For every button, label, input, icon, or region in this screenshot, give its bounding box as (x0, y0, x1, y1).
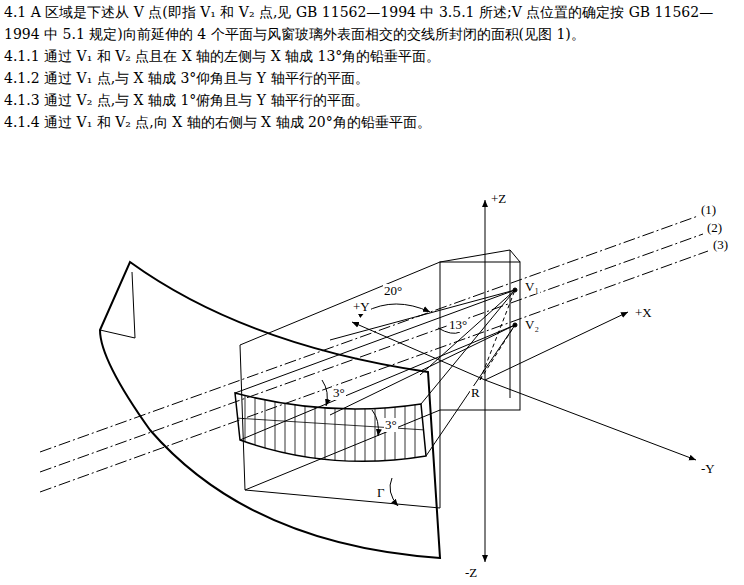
axis-label: +Z (490, 192, 507, 206)
line-number: (3) (712, 238, 729, 252)
line-number: (1) (700, 203, 717, 217)
axis-label: +X (634, 306, 653, 320)
line-number: (2) (706, 221, 723, 235)
clause-text: 4.1.4 通过 V₁ 和 V₂ 点,向 X 轴的右侧与 X 轴成 20°角的铅… (4, 111, 431, 133)
y-axis (485, 380, 696, 460)
clause-text: 4.1.1 通过 V₁ 和 V₂ 点且在 X 轴的左侧与 X 轴成 13°角的铅… (4, 45, 440, 67)
axis-label: -Z (464, 566, 478, 580)
eye-box (510, 250, 511, 398)
construction-lines (40, 216, 708, 558)
v1-point (513, 288, 517, 292)
point-label: V₁ (524, 280, 540, 294)
v2-point (513, 323, 517, 327)
windshield-outline (100, 262, 440, 558)
windshield-edge (100, 272, 135, 338)
clause-text: 4.1.3 通过 V₂ 点,与 X 轴成 1°俯角且与 Y 轴平行的平面。 (4, 89, 369, 111)
axis-label: -Y (700, 462, 716, 476)
angle-arc (322, 380, 327, 406)
angle-label: Γ (376, 486, 386, 500)
sight-line (40, 216, 698, 452)
clause-text: 4.1.2 通过 V₁ 点,与 X 轴成 3°仰角且与 Y 轴平行的平面。 (4, 67, 369, 89)
z-axis (485, 200, 486, 380)
angle-label: 3° (332, 386, 346, 400)
angle-label: 13° (448, 318, 468, 332)
z-axis (485, 380, 486, 562)
axis-label: +Y (352, 300, 371, 314)
x-axis (485, 312, 628, 380)
clause-text: 4.1 A 区域是下述从 V 点(即指 V₁ 和 V₂ 点,见 GB 11562… (4, 1, 740, 45)
eye-box (440, 262, 520, 410)
angle-arc (372, 410, 378, 436)
point-label: V₂ (524, 318, 540, 332)
angle-label: 3° (384, 418, 398, 432)
sight-line (40, 251, 708, 492)
point-label: R (470, 386, 481, 400)
zone-a-outline (235, 393, 426, 461)
angle-arc (365, 304, 430, 312)
gamma-arrow (390, 478, 398, 506)
angle-label: 20° (383, 284, 403, 298)
axes (352, 200, 696, 562)
